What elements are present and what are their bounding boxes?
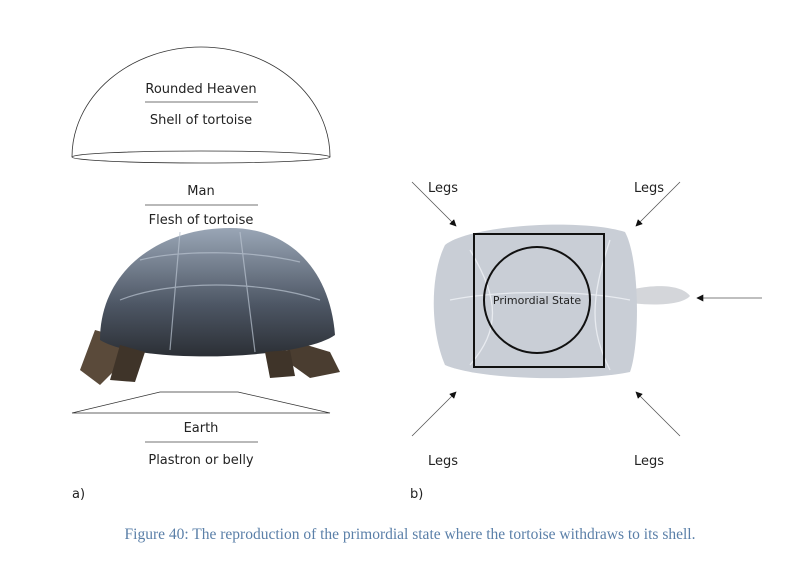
plastron-label: Plastron or belly <box>148 453 254 468</box>
primordial-state-label: Primordial State <box>493 294 581 307</box>
panel-a-label: a) <box>72 487 85 502</box>
legs-label-bottom-right: Legs <box>634 454 664 469</box>
arrow-top-left <box>411 181 457 227</box>
tortoise-side-image <box>80 228 340 385</box>
square-frame <box>473 233 605 368</box>
arrow-top-right <box>635 181 681 227</box>
panel-b: Primordial State Legs Legs Legs Legs b) <box>410 181 762 502</box>
dome-base-ellipse <box>71 150 331 164</box>
panel-b-label: b) <box>410 487 423 502</box>
primordial-circle <box>483 246 591 354</box>
arrow-bottom-right <box>635 391 681 437</box>
legs-label-bottom-left: Legs <box>428 454 458 469</box>
heaven-label: Rounded Heaven <box>145 82 256 97</box>
arrow-bottom-left <box>411 391 457 437</box>
earth-label: Earth <box>184 421 219 436</box>
flesh-label: Flesh of tortoise <box>149 213 254 228</box>
legs-label-top-right: Legs <box>634 181 664 196</box>
earth-trapezoid <box>71 391 331 414</box>
panel-a: Rounded Heaven Shell of tortoise Man Fle… <box>71 46 340 502</box>
figure-caption: Figure 40: The reproduction of the primo… <box>125 526 696 543</box>
man-label: Man <box>187 184 214 199</box>
shell-label: Shell of tortoise <box>150 113 252 128</box>
legs-label-top-left: Legs <box>428 181 458 196</box>
heaven-dome <box>71 46 331 158</box>
